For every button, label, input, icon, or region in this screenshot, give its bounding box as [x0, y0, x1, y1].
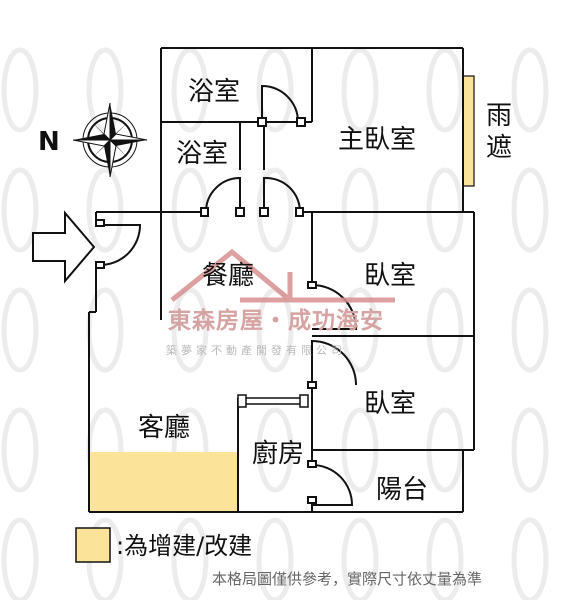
room-label-bedroom-1: 臥室 [364, 261, 416, 291]
compass-icon [72, 102, 148, 178]
extension-area [89, 452, 238, 512]
legend-swatch [75, 527, 111, 563]
kitchen-window [237, 394, 309, 408]
watermark-company: 東森房屋・成功海安 [168, 307, 384, 334]
room-label-dining: 餐廳 [202, 261, 254, 291]
awning-bar [462, 75, 475, 187]
legend-text: :為增建/改建 [116, 532, 252, 560]
watermark-subline: 築夢家不動產開發有限公司 [166, 343, 346, 357]
disclaimer-text: 本格局圖僅供參考，實際尺寸依丈量為準 [212, 570, 482, 588]
awning-label-line1: 雨 [486, 101, 512, 131]
compass-north-label: N [38, 127, 60, 157]
watermark-house-logo [170, 248, 395, 303]
doors [95, 84, 358, 506]
room-label-master-bedroom: 主臥室 [338, 125, 416, 155]
room-label-bedroom-2: 臥室 [364, 389, 416, 419]
room-label-bath-1: 浴室 [188, 77, 240, 107]
walls [88, 47, 475, 513]
room-label-balcony: 陽台 [376, 475, 428, 505]
room-label-kitchen: 廚房 [252, 439, 304, 469]
room-label-bath-2: 浴室 [176, 139, 228, 169]
room-label-living: 客廳 [138, 413, 190, 443]
awning-label-line2: 遮 [486, 133, 512, 163]
entrance-arrow-icon [32, 210, 96, 284]
